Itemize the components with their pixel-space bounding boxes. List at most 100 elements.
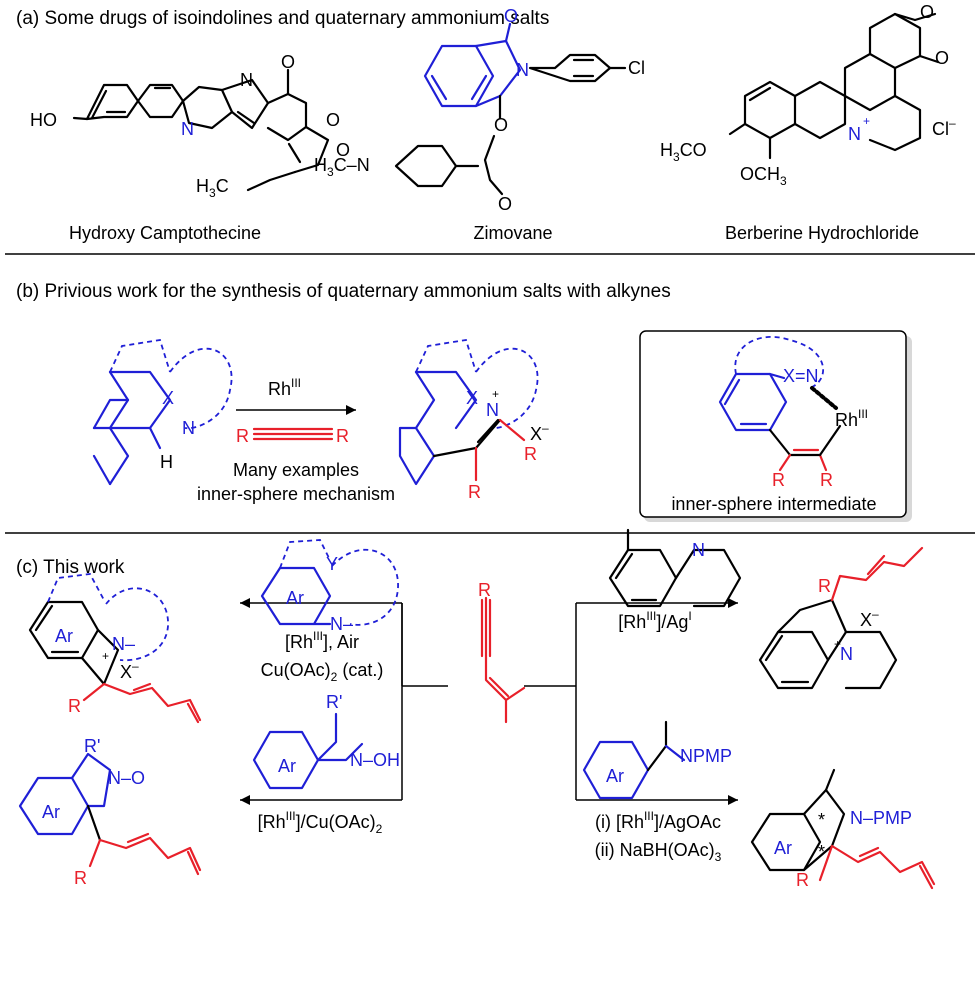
caption-a: (a) Some drugs of isoindolines and quate…	[16, 8, 549, 29]
atom-n-quinoline-c: N	[692, 540, 705, 560]
atom-o-lactone: O	[326, 110, 340, 130]
atom-xminus-c2: X–	[120, 659, 139, 682]
drug-name-2: Berberine Hydrochloride	[725, 223, 919, 243]
alkyne-r-right: R	[336, 426, 349, 446]
atom-ar-c4: Ar	[278, 756, 296, 776]
atom-ar-c6: Ar	[606, 766, 624, 786]
structure-zimovane: O N Cl O O H3C–N	[314, 6, 645, 214]
charge-plus-c3: +	[834, 637, 841, 651]
atom-ar-c7: Ar	[774, 838, 792, 858]
structure-c-ll-substrate: Ar R' N–OH	[252, 692, 400, 790]
catalyst-b: RhIII	[268, 376, 301, 399]
atom-no-c5: N–O	[108, 768, 145, 788]
atom-o-lactone-carbonyl: O	[336, 140, 350, 160]
atom-n-pyrrole: N	[240, 70, 253, 90]
atom-n-zimovane: N	[516, 60, 529, 80]
atom-ar-c5: Ar	[42, 802, 60, 822]
atom-och3: OCH3	[740, 164, 787, 188]
atom-n-c3: N	[840, 644, 853, 664]
structure-c-lr-product: Ar N–PMP * * R	[750, 768, 936, 890]
stereo-star-2: *	[818, 842, 825, 862]
caption-c: (c) This work	[16, 557, 125, 578]
atom-xminus-c3: X–	[860, 607, 879, 630]
charge-plus-c2: +	[102, 649, 109, 663]
atom-o-ether: O	[494, 115, 508, 135]
atom-n-c2: N–	[112, 634, 135, 654]
charge-plus-b2: +	[492, 387, 499, 401]
structure-enyne: R	[478, 580, 526, 724]
atom-cl-zimovane: Cl	[628, 58, 645, 78]
atom-o-dioxole-2: O	[935, 48, 949, 68]
atom-r-int-b: R	[820, 470, 833, 490]
arrow-lr-head	[728, 795, 738, 805]
caption-b: (b) Privious work for the synthesis of q…	[16, 281, 671, 302]
cond-ul-1: [RhIII], Air	[285, 629, 359, 652]
structure-product-b: X N + X– R R	[398, 338, 549, 502]
atom-xminus-b2: X–	[530, 421, 549, 444]
atom-cl-minus: Cl–	[932, 116, 956, 139]
cond-ur-1: [RhIII]/AgI	[618, 609, 691, 632]
note-examples: Many examples	[233, 460, 359, 480]
atom-h3c-ethyl: H3C	[196, 176, 229, 200]
stereo-star-1: *	[818, 810, 825, 830]
atom-npmp-c6: NPMP	[680, 746, 732, 766]
arrow-ur-head	[728, 598, 738, 608]
atom-x-b: X	[162, 388, 174, 408]
atom-o-dioxole-1: O	[920, 2, 934, 22]
structure-c-lr-substrate: Ar NPMP	[582, 720, 732, 800]
atom-n-quinoline: N	[181, 119, 194, 139]
atom-ar-c2: Ar	[55, 626, 73, 646]
atom-n-b2: N	[486, 400, 499, 420]
atom-h3co: H3CO	[660, 140, 707, 164]
atom-r-b2-b: R	[524, 444, 537, 464]
structure-berberine: O O N + Cl– H3CO OCH3	[660, 2, 956, 188]
cond-lr-1: (i) [RhIII]/AgOAc	[595, 809, 721, 832]
atom-npmp-c7: N–PMP	[850, 808, 912, 828]
atom-n-c1: N–	[330, 614, 353, 634]
structure-hydroxy-camptothecine: HO N N O O O H3C	[30, 52, 350, 200]
atom-n-berberine: N	[848, 124, 861, 144]
drug-name-0: Hydroxy Camptothecine	[69, 223, 261, 243]
atom-h-b: H	[160, 452, 173, 472]
arrow-ul-head	[240, 598, 250, 608]
atom-rp-c4: R'	[326, 692, 342, 712]
atom-r-c3: R	[818, 576, 831, 596]
atom-r-b2-a: R	[468, 482, 481, 502]
cond-ul-2: Cu(OAc)2 (cat.)	[261, 660, 384, 684]
atom-r-c7: R	[796, 870, 809, 890]
structure-c-ll-product: Ar R' N–O R	[18, 736, 202, 888]
atom-x-b2: X	[466, 388, 478, 408]
atom-xn-int: X=N	[783, 366, 819, 386]
atom-r-int-a: R	[772, 470, 785, 490]
structure-substrate-b: X N H	[92, 338, 233, 486]
cond-ll-1: [RhIII]/Cu(OAc)2	[258, 809, 383, 836]
drug-name-1: Zimovane	[473, 223, 552, 243]
atom-ar-c1: Ar	[286, 588, 304, 608]
atom-r-c2: R	[68, 696, 81, 716]
atom-o-zimovane: O	[504, 6, 518, 26]
arrow-b-head	[346, 405, 356, 415]
alkyne-r-left: R	[236, 426, 249, 446]
atom-r-c5: R	[74, 868, 87, 888]
cond-lr-2: (ii) NaBH(OAc)3	[595, 840, 722, 864]
charge-plus-berberine: +	[863, 114, 870, 128]
atom-y-c1: Y	[326, 554, 338, 574]
intermediate-label: inner-sphere intermediate	[671, 494, 876, 514]
note-mechanism: inner-sphere mechanism	[197, 484, 395, 504]
rh-int: RhIII	[835, 407, 868, 430]
atom-o-carbonyl: O	[281, 52, 295, 72]
atom-ho: HO	[30, 110, 57, 130]
atom-oh-c4: N–OH	[350, 750, 400, 770]
atom-n-b: N	[182, 418, 195, 438]
atom-h3cn: H3C–N	[314, 155, 370, 179]
alkyne-reagent: R R	[236, 426, 349, 446]
atom-o-carbamate: O	[498, 194, 512, 214]
structure-c-ur-product: R N + X–	[758, 546, 924, 690]
structure-c-ul-substrate: Ar Y N–	[260, 539, 399, 634]
structure-c-ul-product: Ar N– + X– R	[28, 573, 202, 724]
structure-c-ur-substrate: N	[608, 528, 742, 608]
atom-rp-c5: R'	[84, 736, 100, 756]
intermediate-box: X=N RhIII R R inner-sphere intermediate	[639, 330, 912, 522]
